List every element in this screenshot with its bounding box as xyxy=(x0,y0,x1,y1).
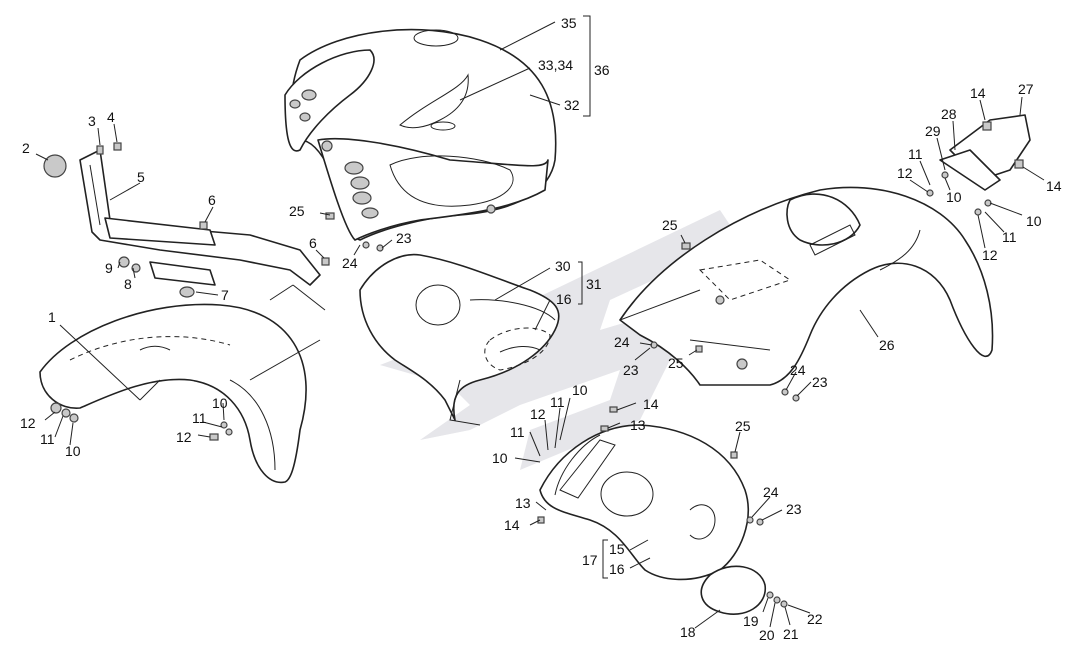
fuel-tank-cover xyxy=(284,28,557,241)
callout-31: 31 xyxy=(586,276,602,292)
part-11-washer-left xyxy=(61,408,71,418)
part-9-nut xyxy=(118,256,130,268)
side-cover-30 xyxy=(359,253,560,426)
part-6-bolt-lower xyxy=(321,257,330,266)
callout-17: 17 xyxy=(582,552,598,568)
callout-11-left: 11 xyxy=(40,431,55,447)
callout-25-tank: 25 xyxy=(289,203,305,219)
part-11-washer-lower xyxy=(220,421,228,429)
callout-5: 5 xyxy=(137,169,145,185)
part-10-washer-left xyxy=(69,413,79,423)
callout-11-mid-b: 11 xyxy=(510,424,525,440)
callout-21: 21 xyxy=(783,626,799,642)
callout-15: 15 xyxy=(609,541,625,557)
callout-11-center: 11 xyxy=(192,410,207,426)
callout-24-right: 24 xyxy=(790,362,806,378)
callout-10-center: 10 xyxy=(212,395,228,411)
callout-24-low: 24 xyxy=(763,484,779,500)
part-7-grommet xyxy=(179,286,195,298)
callout-13-low: 13 xyxy=(515,495,531,511)
callout-9: 9 xyxy=(105,260,113,276)
callout-22: 22 xyxy=(807,611,823,627)
rear-bracket xyxy=(939,114,1031,191)
callout-35: 35 xyxy=(561,15,577,31)
callout-23-right: 23 xyxy=(812,374,828,390)
callout-3: 3 xyxy=(88,113,96,129)
round-cover-18 xyxy=(700,565,766,615)
callout-32: 32 xyxy=(564,97,580,113)
callout-13-mid: 13 xyxy=(630,417,646,433)
callout-labels: 1 2 3 4 5 6 6 7 8 9 12 11 10 10 11 12 25… xyxy=(20,15,1062,643)
callout-14-low: 14 xyxy=(504,517,520,533)
callout-12-mid: 12 xyxy=(530,406,546,422)
callout-12-left: 12 xyxy=(20,415,36,431)
part-10-washer-lower xyxy=(225,428,233,436)
callout-30: 30 xyxy=(555,258,571,274)
callout-10-left: 10 xyxy=(65,443,81,459)
fender-bracket xyxy=(79,149,321,286)
callout-16-lower: 16 xyxy=(609,561,625,577)
fasteners-left xyxy=(43,142,330,441)
callout-10-low: 10 xyxy=(492,450,508,466)
callout-11-right-b: 11 xyxy=(1002,229,1017,245)
callout-28: 28 xyxy=(941,106,957,122)
lower-cover-15 xyxy=(539,424,749,581)
callout-14-mid: 14 xyxy=(643,396,659,412)
callout-14-top: 14 xyxy=(970,85,986,101)
callout-29: 29 xyxy=(925,123,941,139)
callout-12-right-a: 12 xyxy=(897,165,913,181)
callout-25-low: 25 xyxy=(735,418,751,434)
callout-26: 26 xyxy=(879,337,895,353)
callout-12-center: 12 xyxy=(176,429,192,445)
leader-lines xyxy=(35,15,1045,629)
callout-24-tank: 24 xyxy=(342,255,358,271)
callout-4: 4 xyxy=(107,109,115,125)
callout-10-mid: 10 xyxy=(572,382,588,398)
callout-27: 27 xyxy=(1018,81,1034,97)
rear-fender xyxy=(619,186,994,386)
callout-2: 2 xyxy=(22,140,30,156)
callout-7: 7 xyxy=(221,287,229,303)
callout-11-right-a: 11 xyxy=(908,146,923,162)
callout-16-upper: 16 xyxy=(556,291,572,307)
callout-24-fender: 24 xyxy=(614,334,630,350)
callout-1: 1 xyxy=(48,309,56,325)
callout-25-lower: 25 xyxy=(668,355,684,371)
callout-23-low: 23 xyxy=(786,501,802,517)
fasteners-right xyxy=(325,171,992,608)
part-12-nut-left xyxy=(50,402,62,414)
part-2-emblem xyxy=(43,154,67,178)
part-4-nut xyxy=(113,142,122,151)
callout-14-right: 14 xyxy=(1046,178,1062,194)
part-8-washer xyxy=(131,263,141,273)
callout-20: 20 xyxy=(759,627,775,643)
callout-6-upper: 6 xyxy=(208,192,216,208)
callout-10-right-a: 10 xyxy=(946,189,962,205)
callout-33-34: 33,34 xyxy=(538,57,573,73)
callout-36: 36 xyxy=(594,62,610,78)
part-6-bolt-upper xyxy=(199,221,208,230)
callout-18: 18 xyxy=(680,624,696,640)
callout-12-right-b: 12 xyxy=(982,247,998,263)
callout-19: 19 xyxy=(743,613,759,629)
part-3-bolt xyxy=(96,145,104,155)
callout-10-right-b: 10 xyxy=(1026,213,1042,229)
callout-25-fender: 25 xyxy=(662,217,678,233)
callout-23-fender: 23 xyxy=(623,362,639,378)
watermark-logo xyxy=(380,210,740,470)
callout-11-mid-a: 11 xyxy=(550,394,565,410)
callout-6-lower: 6 xyxy=(309,235,317,251)
callout-23-tank: 23 xyxy=(396,230,412,246)
callout-8: 8 xyxy=(124,276,132,292)
front-fender xyxy=(39,303,307,484)
part-12-bolt-lower xyxy=(209,433,219,441)
